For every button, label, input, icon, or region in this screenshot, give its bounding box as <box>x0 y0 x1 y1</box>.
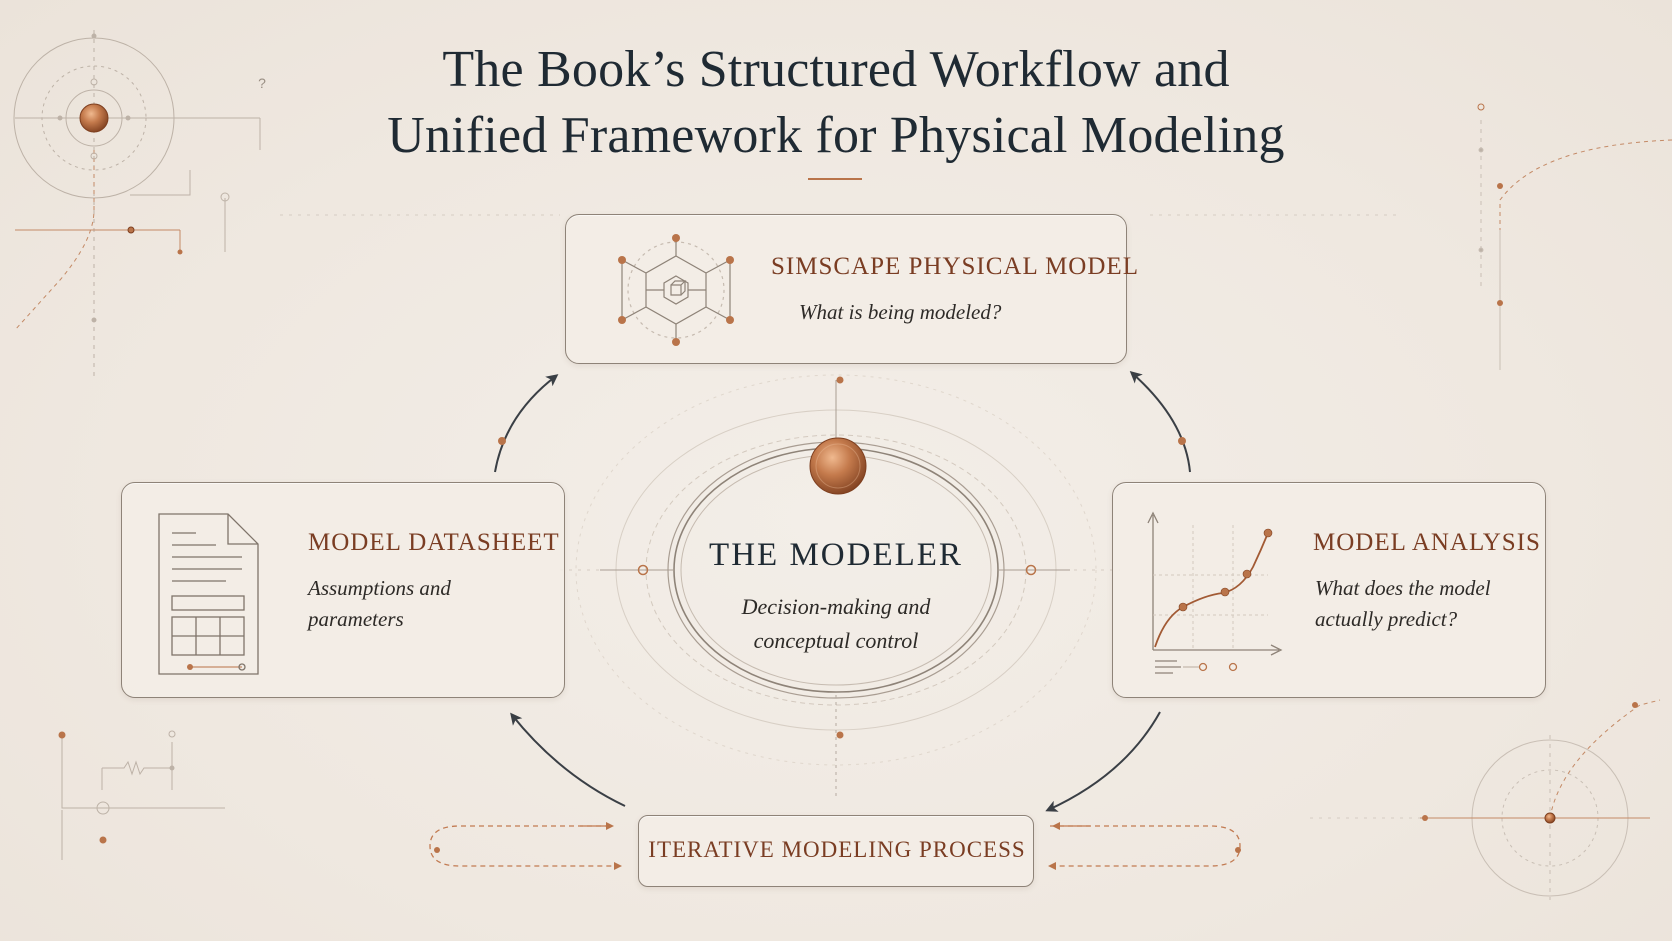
circuit-decoration-bottom-left <box>58 730 225 860</box>
node-simscape-physical-model: SIMSCAPE PHYSICAL MODEL What is being mo… <box>565 214 1138 364</box>
analysis-graph-icon <box>1147 511 1283 674</box>
cycle-arrows <box>494 371 1191 812</box>
arrow-node-dot <box>498 437 506 445</box>
diagram-title-line2: Unified Framework for Physical Modeling <box>387 107 1285 164</box>
arrow-analysis-to-model <box>1129 371 1191 473</box>
question-mark-glyph: ? <box>258 75 266 91</box>
modeler-rings <box>575 374 1097 800</box>
node-subtitle-line1: What does the model <box>1315 576 1491 600</box>
node-subtitle-line2: actually predict? <box>1315 607 1458 631</box>
iteration-loop-arrows <box>429 822 1241 870</box>
arrow-node-dot <box>1178 437 1186 445</box>
modeler-subtitle-line2: conceptual control <box>753 628 919 653</box>
circuit-decoration-top-left <box>13 30 261 380</box>
circuit-decoration-bottom-right <box>1420 699 1661 900</box>
title-divider <box>808 178 862 180</box>
node-iterative-modeling-process: ITERATIVE MODELING PROCESS <box>638 815 1034 887</box>
node-model-datasheet: MODEL DATASHEET Assumptions and paramete… <box>121 482 565 698</box>
node-model-analysis: MODEL ANALYSIS What does the model actua… <box>1112 482 1546 698</box>
modeler-subtitle-line1: Decision-making and <box>741 594 931 619</box>
node-title: SIMSCAPE PHYSICAL MODEL <box>771 253 1139 280</box>
network-cube-icon <box>618 234 734 346</box>
datasheet-document-icon <box>158 513 259 675</box>
node-title: MODEL DATASHEET <box>308 529 560 556</box>
node-title: ITERATIVE MODELING PROCESS <box>648 837 1026 862</box>
arrow-datasheet-to-model <box>494 374 559 473</box>
node-subtitle: What is being modeled? <box>799 300 1002 324</box>
circuit-decoration-top-right <box>1477 103 1672 370</box>
arrow-analysis-to-process <box>1045 711 1161 812</box>
arrow-process-to-datasheet <box>510 712 626 807</box>
copper-knob-icon <box>809 437 867 495</box>
diagram-title-line1: The Book’s Structured Workflow and <box>442 41 1230 98</box>
node-subtitle-line2: parameters <box>308 607 404 631</box>
node-title: MODEL ANALYSIS <box>1313 529 1541 556</box>
node-subtitle-line1: Assumptions and <box>308 576 451 600</box>
modeler-title: THE MODELER <box>709 537 963 573</box>
